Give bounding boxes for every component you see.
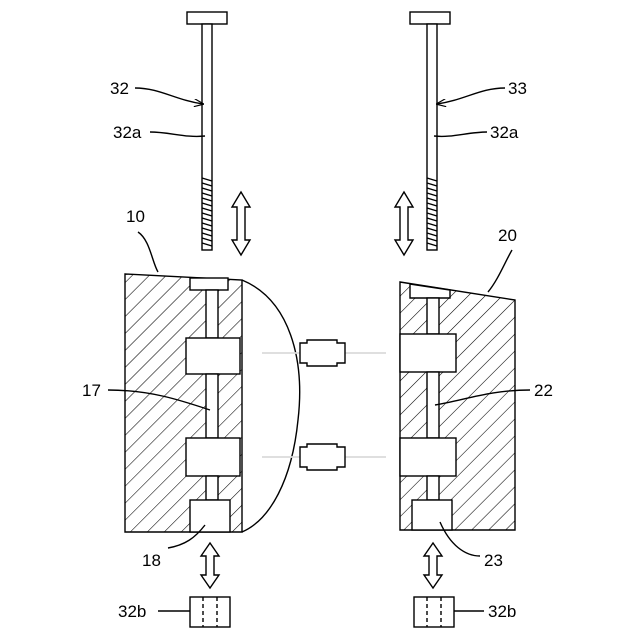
- cavity-left: [190, 500, 230, 532]
- double-arrow-top-left-icon: [232, 192, 250, 255]
- label-shank-right: 32a: [490, 123, 519, 142]
- label-bolt-right: 33: [508, 79, 527, 98]
- double-arrow-bottom-right-icon: [424, 543, 442, 588]
- label-shank-left: 32a: [113, 123, 142, 142]
- bolt-right: [410, 12, 450, 250]
- cavity-right: [412, 500, 452, 530]
- bolt-left: [187, 12, 227, 250]
- label-bolt-left: 32: [110, 79, 129, 98]
- label-channel-left: 17: [82, 381, 101, 400]
- label-block-left: 10: [126, 207, 145, 226]
- label-cavity-left: 18: [142, 551, 161, 570]
- nut-right: [414, 597, 454, 627]
- label-cavity-right: 23: [484, 551, 503, 570]
- block-left: [125, 274, 300, 532]
- label-nut-right: 32b: [488, 602, 516, 621]
- block-right: [400, 282, 515, 530]
- label-nut-left: 32b: [118, 602, 146, 621]
- component-lower-icon: [262, 444, 386, 470]
- component-upper-icon: [262, 340, 386, 366]
- nut-left: [190, 597, 230, 627]
- label-block-right: 20: [498, 226, 517, 245]
- double-arrow-top-right-icon: [395, 192, 413, 255]
- label-channel-right: 22: [534, 381, 553, 400]
- double-arrow-bottom-left-icon: [201, 543, 219, 588]
